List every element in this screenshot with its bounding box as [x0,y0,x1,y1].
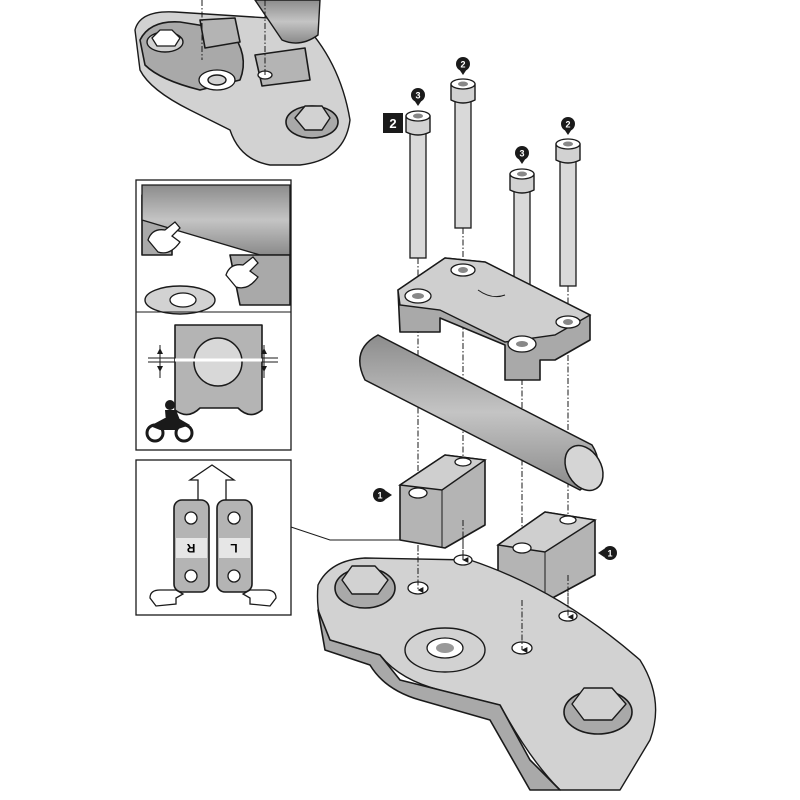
motorcycle-rider-icon [145,400,194,443]
hand-pointer-icon [149,589,185,607]
svg-text:1: 1 [377,491,382,501]
hand-pointer-icon [241,589,277,607]
top-triple-clamp-view [134,0,351,166]
step-indicator: 2 [383,113,403,133]
svg-text:3: 3 [519,149,524,159]
riser-clamp-right [496,511,597,603]
hand-pointer-icon [147,221,181,254]
lower-nut-left [334,565,396,609]
main-exploded-view: 2 [316,57,657,791]
inset-gap-check [135,179,292,451]
callout-bolt-long-right: 2 [561,117,575,135]
svg-text:3: 3 [415,91,420,101]
callout-clamp-left: 1 [373,488,392,502]
bolt-long-right [555,138,581,287]
lower-triple-clamp [316,554,657,791]
callout-bolt-long-left: 2 [456,57,470,75]
callout-bolt-short-right: 3 [515,146,529,164]
clamp-plate-right: R [173,499,210,593]
callout-clamp-right: 1 [598,546,617,560]
label-l: L [230,541,237,555]
handlebar-tube [359,334,604,492]
callout-bolt-short-left: 3 [411,88,425,106]
bolt-long-left [450,78,476,229]
inset-clamp-section [145,324,278,443]
step-number: 2 [389,116,396,131]
riser-clamp-left [398,454,487,549]
upper-clamp-cap [397,257,592,381]
svg-text:1: 1 [607,549,612,559]
top-nut-left [146,29,184,53]
clamp-plate-left: L [216,499,253,593]
label-r: R [186,541,195,555]
inset-orientation: R L [135,459,420,616]
top-nut-right [285,105,339,139]
hand-pointer-icon [225,256,259,289]
bolt-short-left [405,110,431,259]
svg-text:2: 2 [460,60,465,70]
lower-nut-right [563,687,633,735]
svg-text:2: 2 [565,120,570,130]
inset-bar-closeup [136,184,291,315]
